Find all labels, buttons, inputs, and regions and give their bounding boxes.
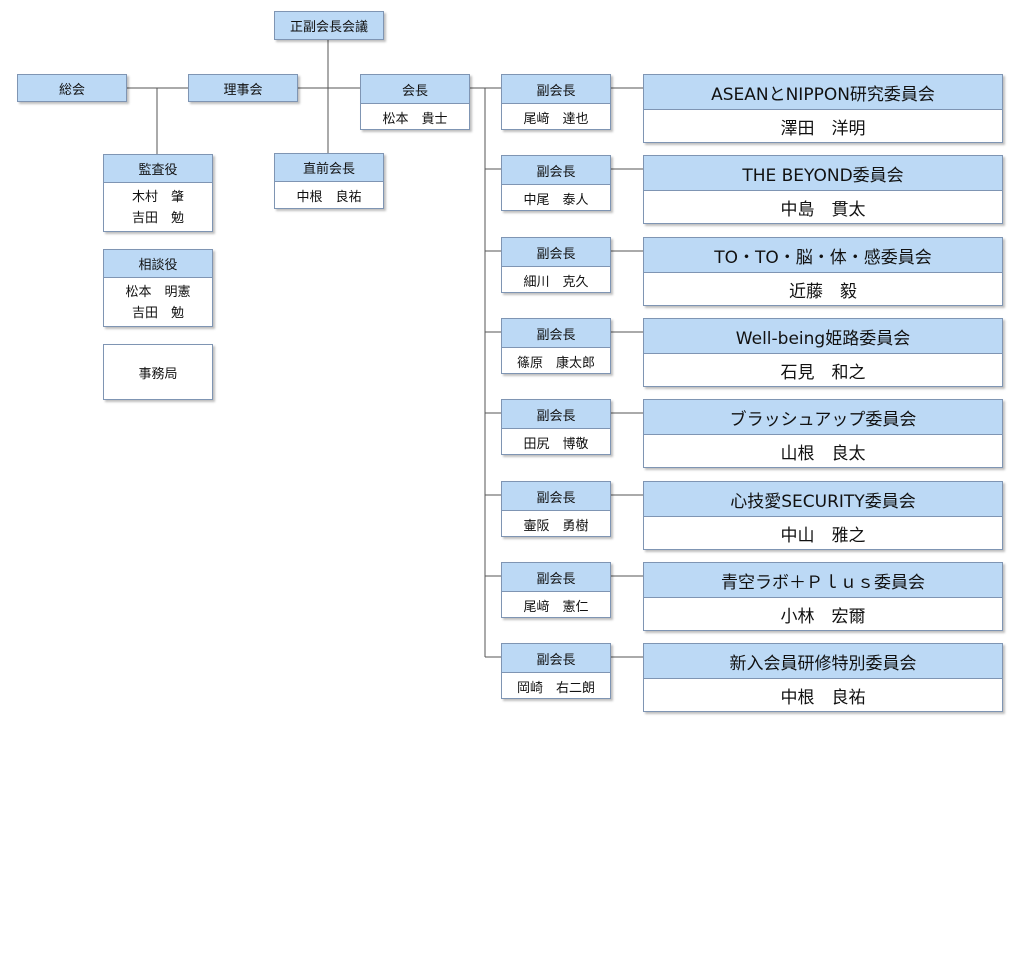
vice-president-name: 田尻 博敬 xyxy=(523,436,589,452)
auditors-box: 監査役 木村 肇 吉田 勉 xyxy=(103,154,213,232)
committee-box: 新入会員研修特別委員会中根 良祐 xyxy=(643,643,1003,712)
vice-president-role: 副会長 xyxy=(502,238,610,267)
committee-chair: 小林 宏爾 xyxy=(780,607,866,627)
committee-chair: 山根 良太 xyxy=(780,444,866,464)
general-assembly-box: 総会 xyxy=(17,74,127,102)
president-name: 松本 貴士 xyxy=(382,111,448,127)
committee-box: TO・TO・脳・体・感委員会近藤 毅 xyxy=(643,237,1003,306)
auditors-role: 監査役 xyxy=(104,155,212,183)
president-box: 会長 松本 貴士 xyxy=(360,74,470,130)
vice-president-role: 副会長 xyxy=(502,644,610,673)
vice-president-name: 中尾 泰人 xyxy=(523,192,589,208)
committee-box: ASEANとNIPPON研究委員会澤田 洋明 xyxy=(643,74,1003,143)
vice-president-box: 副会長尾﨑 憲仁 xyxy=(501,562,611,618)
vice-president-name: 岡崎 右二朗 xyxy=(516,680,595,696)
vice-president-box: 副会長尾﨑 達也 xyxy=(501,74,611,130)
committee-chair: 石見 和之 xyxy=(780,363,866,383)
vice-president-role: 副会長 xyxy=(502,75,610,104)
auditor-name: 吉田 勉 xyxy=(131,210,184,226)
advisor-name: 吉田 勉 xyxy=(131,305,184,321)
committee-box: 心技愛SECURITY委員会中山 雅之 xyxy=(643,481,1003,550)
past-president-name: 中根 良祐 xyxy=(296,190,362,205)
committee-name: 心技愛SECURITY委員会 xyxy=(644,482,1002,517)
committee-chair: 中根 良祐 xyxy=(780,688,866,708)
vice-president-name: 尾﨑 達也 xyxy=(523,111,589,127)
committee-name: ASEANとNIPPON研究委員会 xyxy=(644,75,1002,110)
committee-box: ブラッシュアップ委員会山根 良太 xyxy=(643,399,1003,468)
vice-president-name: 尾﨑 憲仁 xyxy=(523,599,589,615)
advisors-role: 相談役 xyxy=(104,250,212,278)
vice-president-role: 副会長 xyxy=(502,400,610,429)
vice-president-role: 副会長 xyxy=(502,482,610,511)
auditor-name: 木村 肇 xyxy=(131,189,184,205)
vice-president-name: 壷阪 勇樹 xyxy=(523,518,589,534)
committee-name: Well-being姫路委員会 xyxy=(644,319,1002,354)
committee-chair: 澤田 洋明 xyxy=(780,119,866,139)
committee-name: THE BEYOND委員会 xyxy=(644,156,1002,191)
secretariat-box: 事務局 xyxy=(103,344,213,400)
vice-president-box: 副会長壷阪 勇樹 xyxy=(501,481,611,537)
president-role: 会長 xyxy=(361,75,469,104)
vice-president-role: 副会長 xyxy=(502,156,610,185)
vice-president-role: 副会長 xyxy=(502,563,610,592)
committee-box: THE BEYOND委員会中島 貫太 xyxy=(643,155,1003,224)
vice-president-box: 副会長篠原 康太郎 xyxy=(501,318,611,374)
vice-president-box: 副会長田尻 博敬 xyxy=(501,399,611,455)
committee-chair: 近藤 毅 xyxy=(789,282,857,302)
past-president-box: 直前会長 中根 良祐 xyxy=(274,153,384,209)
committee-name: 青空ラボ＋Ｐｌｕｓ委員会 xyxy=(644,563,1002,598)
board-box: 理事会 xyxy=(188,74,298,102)
vice-president-box: 副会長岡崎 右二朗 xyxy=(501,643,611,699)
past-president-role: 直前会長 xyxy=(275,154,383,182)
vice-president-box: 副会長細川 克久 xyxy=(501,237,611,293)
committee-chair: 中山 雅之 xyxy=(780,526,866,546)
vice-president-box: 副会長中尾 泰人 xyxy=(501,155,611,211)
committee-name: TO・TO・脳・体・感委員会 xyxy=(644,238,1002,273)
advisors-box: 相談役 松本 明憲 吉田 勉 xyxy=(103,249,213,327)
vice-president-name: 細川 克久 xyxy=(523,274,589,290)
committee-box: 青空ラボ＋Ｐｌｕｓ委員会小林 宏爾 xyxy=(643,562,1003,631)
advisor-name: 松本 明憲 xyxy=(125,284,191,300)
committee-chair: 中島 貫太 xyxy=(780,200,866,220)
vice-president-role: 副会長 xyxy=(502,319,610,348)
committee-box: Well-being姫路委員会石見 和之 xyxy=(643,318,1003,387)
committee-name: 新入会員研修特別委員会 xyxy=(644,644,1002,679)
vice-president-name: 篠原 康太郎 xyxy=(516,355,595,371)
council-box: 正副会長会議 xyxy=(274,11,384,40)
committee-name: ブラッシュアップ委員会 xyxy=(644,400,1002,435)
